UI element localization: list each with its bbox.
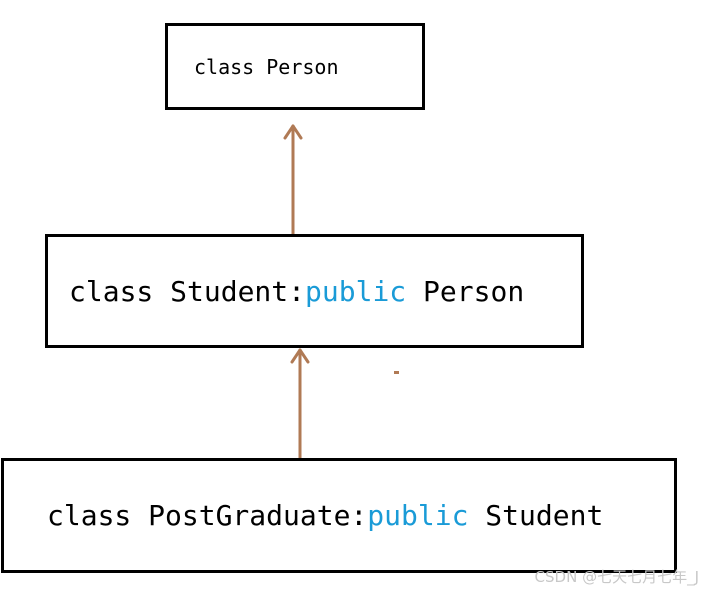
- class-student-box: class Student:public Person: [45, 234, 584, 348]
- arrow-postgraduate-to-student: [290, 348, 310, 460]
- csdn-watermark: CSDN @七天七月七年_J: [534, 568, 699, 586]
- class-postgraduate-prefix: class PostGraduate:: [47, 499, 368, 532]
- arrow-student-to-person: [283, 124, 303, 236]
- class-postgraduate-keyword: public: [367, 499, 469, 532]
- class-person-box: class Person: [165, 23, 425, 110]
- class-student-base: Person: [406, 274, 525, 308]
- class-student-keyword: public: [305, 274, 407, 308]
- class-student-prefix: class Student:: [69, 274, 306, 308]
- class-postgraduate-box: class PostGraduate:public Student: [1, 458, 677, 573]
- class-postgraduate-base: Student: [468, 499, 604, 532]
- arrowhead-student-icon: [290, 348, 310, 364]
- stray-mark: [394, 371, 399, 374]
- arrowhead-person-icon: [283, 124, 303, 140]
- class-person-label: class Person: [194, 54, 339, 79]
